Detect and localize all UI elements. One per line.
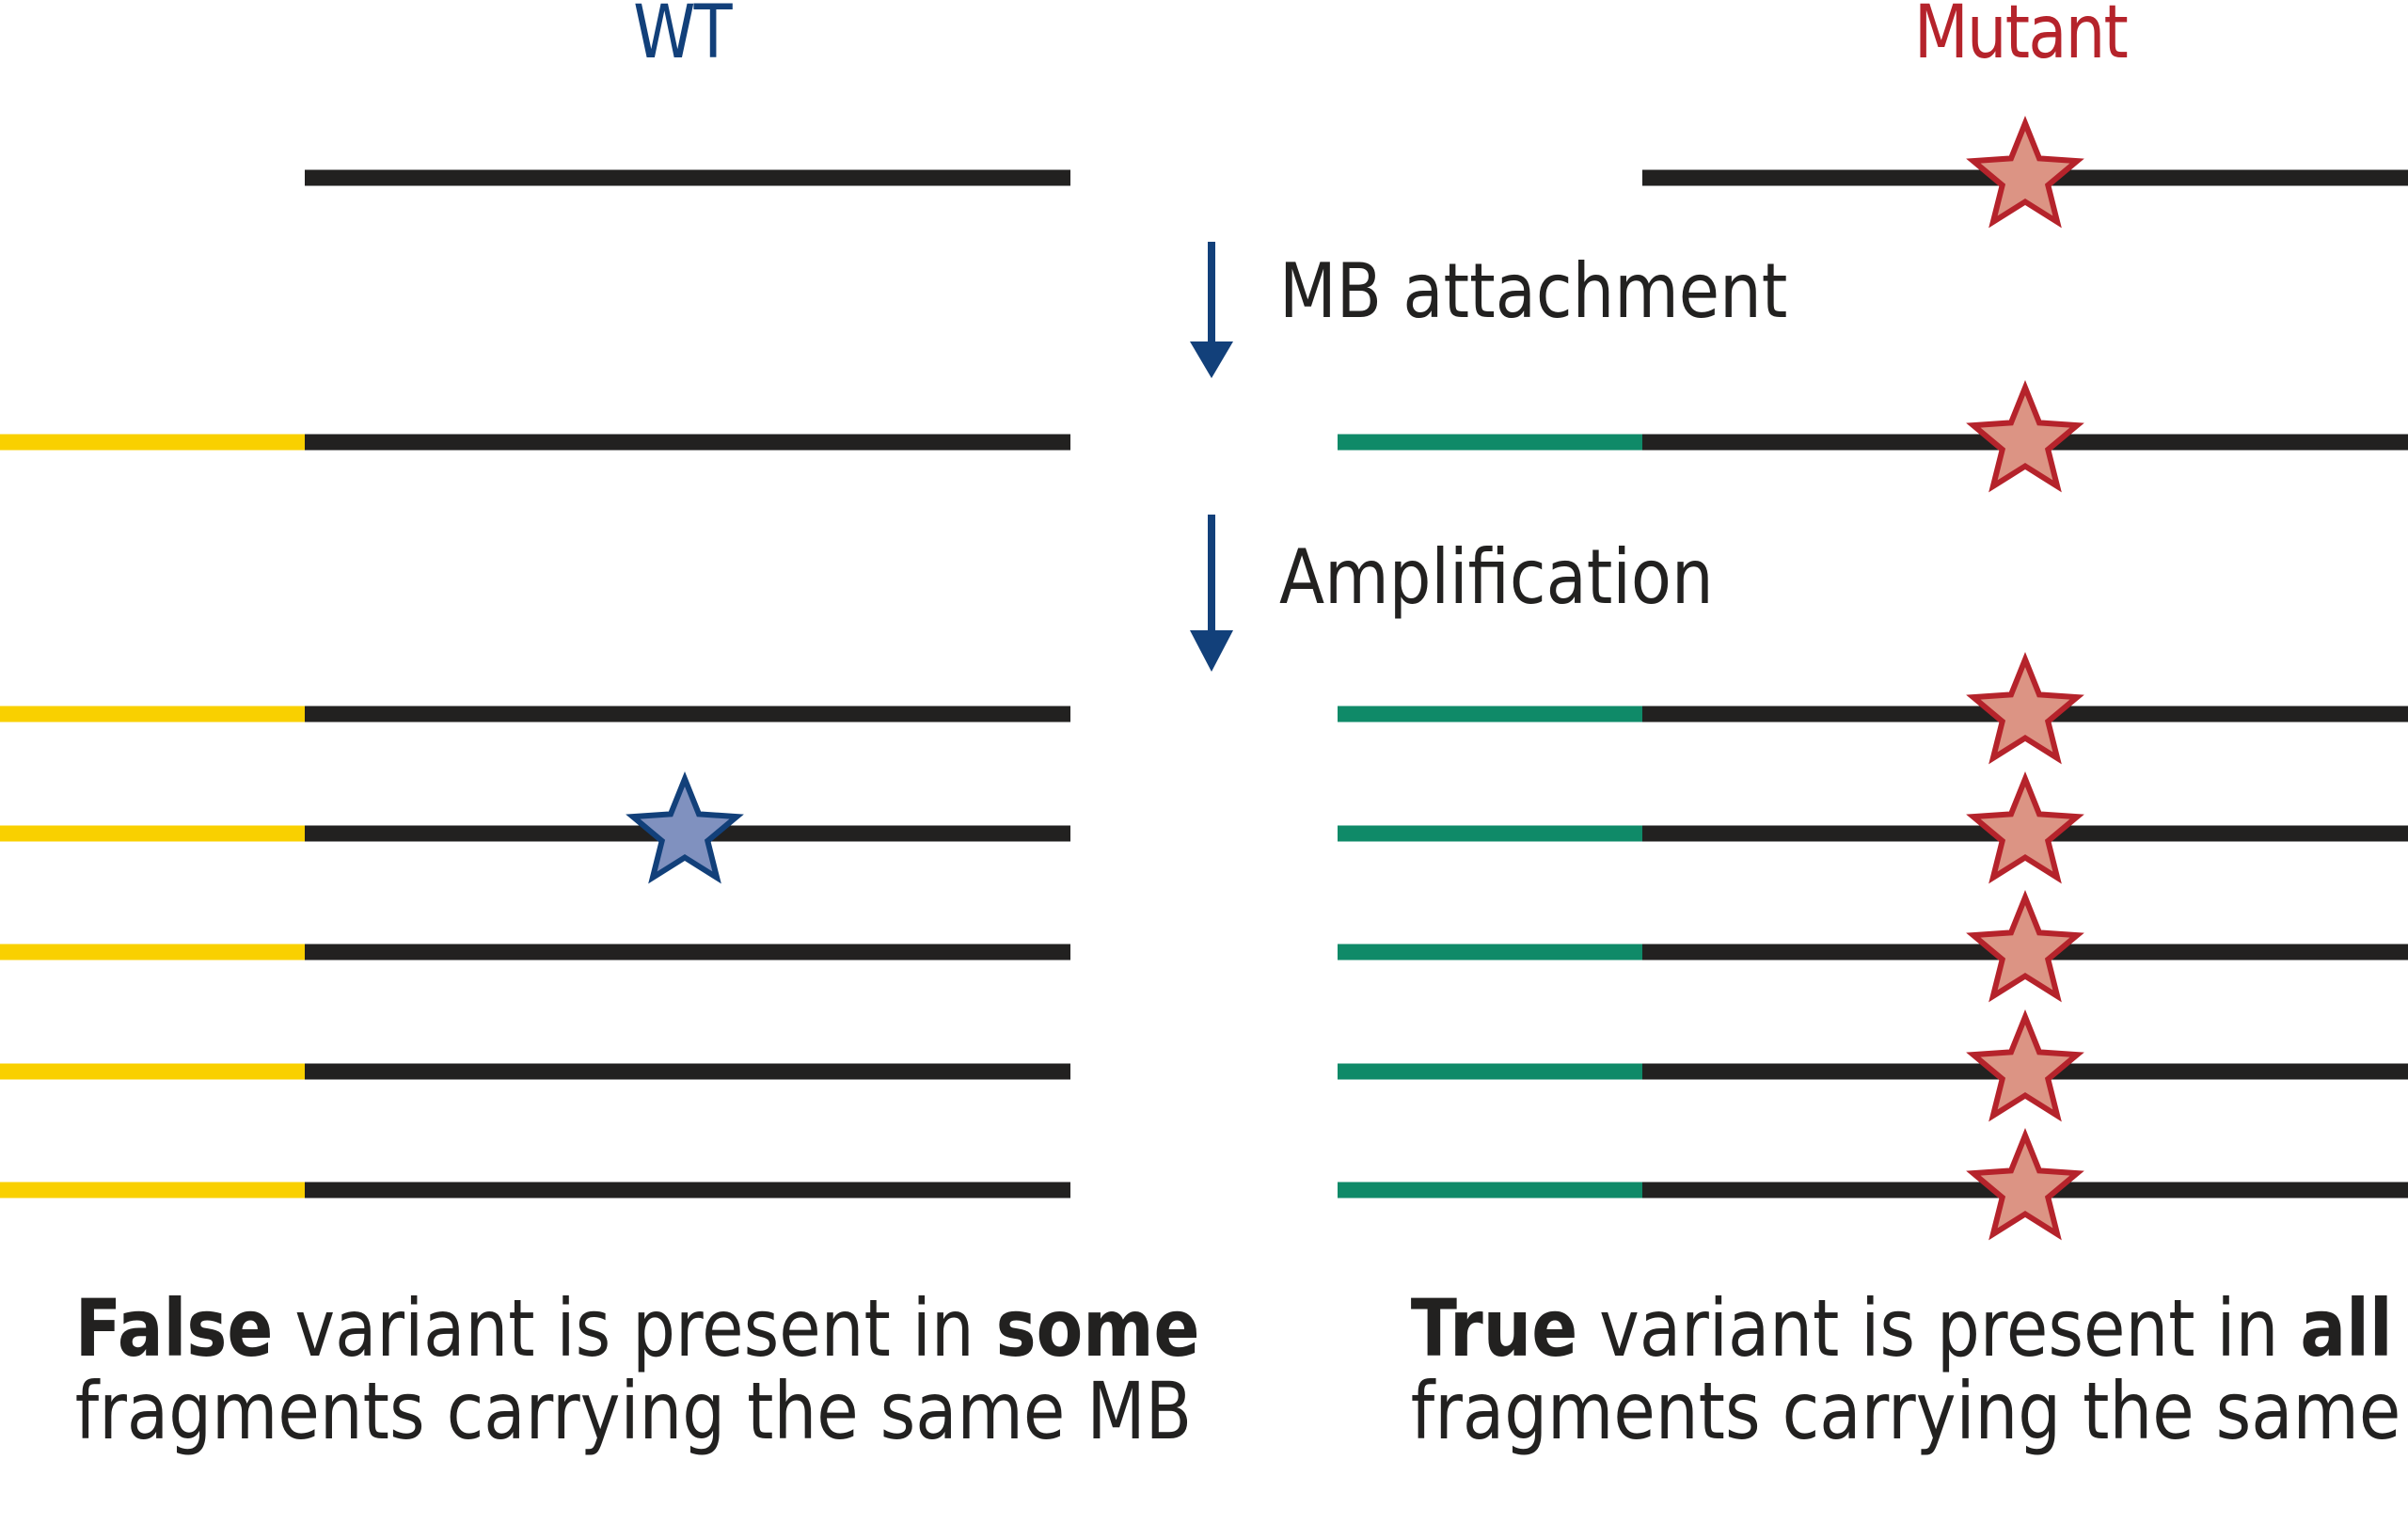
wt-column-title: WT bbox=[633, 0, 733, 75]
wt-fragment-attached bbox=[0, 434, 1070, 451]
step-mb-attachment-label: MB attachment bbox=[1279, 247, 1788, 335]
step-amplification-label: Amplification bbox=[1279, 533, 1714, 621]
molecular-barcode bbox=[0, 434, 305, 451]
true-variant-star-icon bbox=[1966, 379, 2084, 493]
arrow-down-icon bbox=[1190, 242, 1233, 378]
molecular-barcode bbox=[1338, 434, 1642, 451]
mutant-fragment-amplified-1 bbox=[1338, 651, 2408, 765]
wt-fragment-amplified-1 bbox=[0, 706, 1070, 722]
molecular-barcode bbox=[1338, 944, 1642, 960]
caption-text: variant is present in bbox=[273, 1282, 996, 1374]
true-variant-star-icon bbox=[1966, 770, 2084, 884]
mutant-column-title: Mutant bbox=[1913, 0, 2129, 75]
mutant-fragment-attached bbox=[1338, 379, 2408, 493]
molecular-barcode bbox=[0, 944, 305, 960]
wt-fragment-amplified-2 bbox=[0, 770, 1070, 884]
molecular-barcode bbox=[0, 825, 305, 842]
arrow-down-icon bbox=[1190, 515, 1233, 672]
false-variant-star-icon bbox=[626, 770, 744, 884]
mutant-fragment-original bbox=[1642, 115, 2408, 229]
caption-emphasis: all bbox=[2300, 1282, 2393, 1374]
mutant-caption-line-1: True variant is present in all bbox=[1411, 1287, 2393, 1370]
mutant-fragment-amplified-2 bbox=[1338, 770, 2408, 884]
wt-fragment-amplified-4 bbox=[0, 1063, 1070, 1080]
molecular-barcode bbox=[1338, 825, 1642, 842]
wt-caption-line-1: False variant is present in some bbox=[75, 1287, 1200, 1370]
dna-fragment-line bbox=[305, 706, 1070, 722]
caption-emphasis: some bbox=[995, 1282, 1200, 1374]
wt-fragment-amplified-5 bbox=[0, 1182, 1070, 1199]
molecular-barcode bbox=[1338, 1182, 1642, 1199]
mutant-caption: True variant is present in all fragments… bbox=[1410, 1287, 2408, 1457]
mutant-fragment-amplified-3 bbox=[1338, 889, 2408, 1003]
caption-emphasis: False bbox=[74, 1282, 274, 1374]
true-variant-star-icon bbox=[1966, 1008, 2084, 1122]
wt-caption: False variant is present in some fragmen… bbox=[74, 1287, 1200, 1457]
dna-fragment-line bbox=[305, 944, 1070, 960]
wt-fragment-amplified-3 bbox=[0, 944, 1070, 960]
molecular-barcode bbox=[0, 706, 305, 722]
dna-fragment-line bbox=[305, 169, 1070, 186]
wt-caption-line-2: fragments carrying the same MB bbox=[74, 1365, 1193, 1457]
molecular-barcode bbox=[1338, 706, 1642, 722]
dna-fragment-line bbox=[305, 434, 1070, 451]
molecular-barcode bbox=[0, 1063, 305, 1080]
caption-emphasis: True bbox=[1410, 1282, 1578, 1374]
molecular-barcode bbox=[1338, 1063, 1642, 1080]
true-variant-star-icon bbox=[1966, 889, 2084, 1003]
mutant-fragment-amplified-5 bbox=[1338, 1127, 2408, 1241]
mutant-fragment-amplified-4 bbox=[1338, 1008, 2408, 1122]
dna-fragment-line bbox=[305, 1182, 1070, 1199]
true-variant-star-icon bbox=[1966, 115, 2084, 229]
true-variant-star-icon bbox=[1966, 1127, 2084, 1241]
molecular-barcode bbox=[0, 1182, 305, 1199]
true-variant-star-icon bbox=[1966, 651, 2084, 765]
mutant-caption-line-2: fragments carrying the same MB bbox=[1410, 1365, 2408, 1457]
dna-fragment-line bbox=[305, 1063, 1070, 1080]
caption-text: variant is present in bbox=[1577, 1282, 2301, 1374]
wt-fragment-original bbox=[305, 169, 1070, 186]
